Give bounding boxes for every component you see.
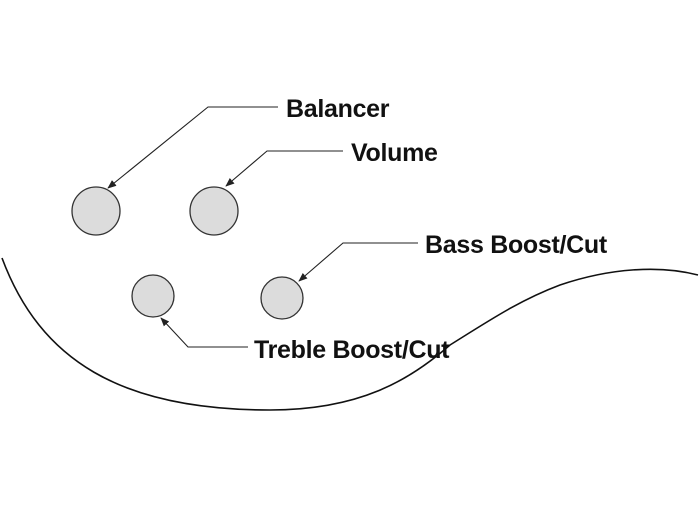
balancer-knob [71, 186, 121, 236]
volume-leader-line [225, 150, 343, 187]
bass-leader-line [298, 242, 418, 282]
balancer-leader-line [107, 106, 278, 189]
treble-boost-cut-label: Treble Boost/Cut [254, 336, 450, 364]
bass-knob [260, 276, 304, 320]
balancer-label: Balancer [286, 95, 390, 123]
volume-knob [189, 186, 239, 236]
treble-knob [131, 274, 175, 318]
guitar-body-outline [1, 257, 699, 411]
volume-label: Volume [351, 139, 438, 167]
bass-boost-cut-label: Bass Boost/Cut [425, 231, 608, 259]
treble-leader-line [160, 317, 248, 348]
